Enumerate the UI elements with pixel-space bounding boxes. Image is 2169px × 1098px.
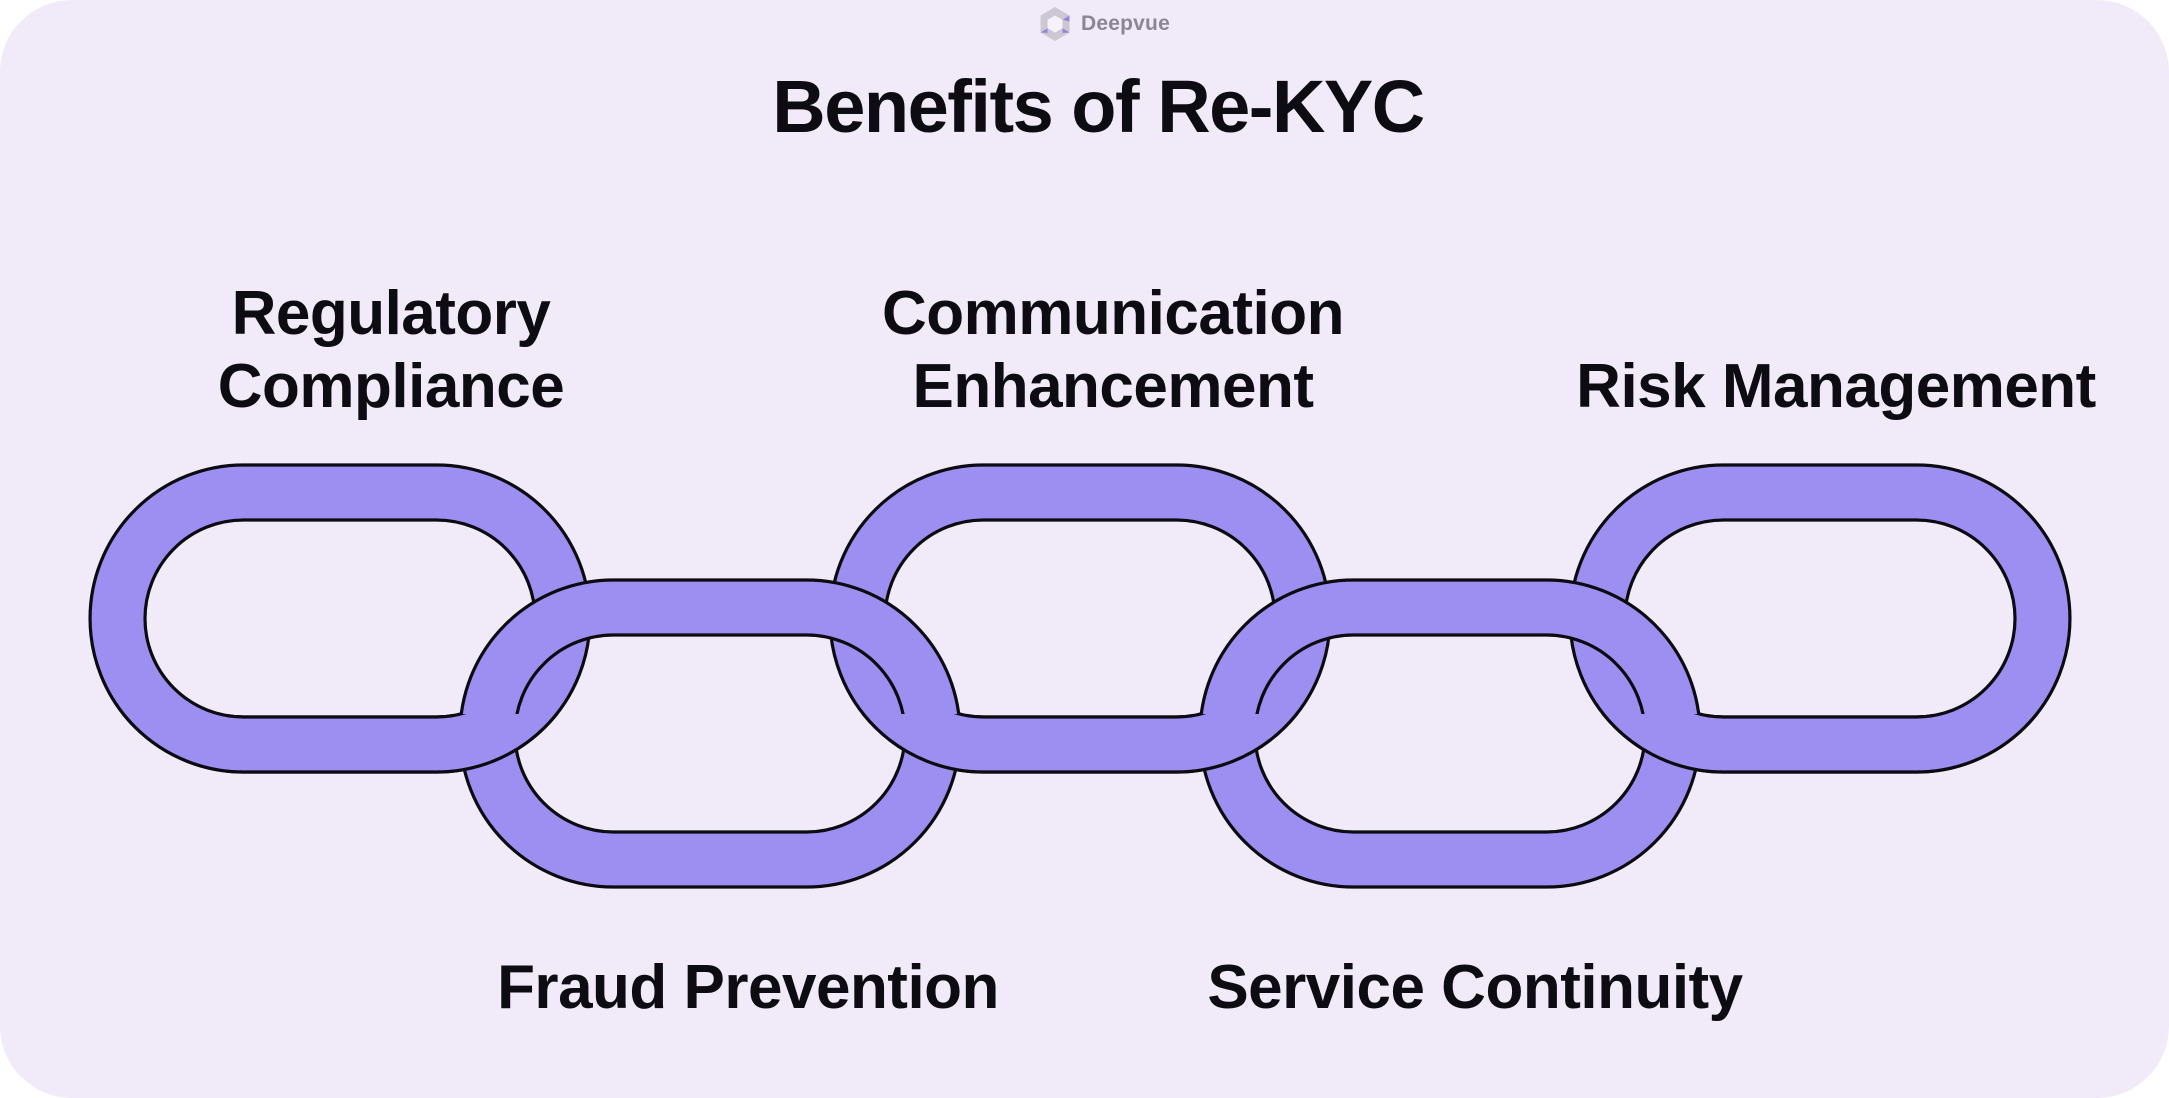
chain-links bbox=[88, 463, 2072, 889]
deepvue-logo: Deepvue bbox=[1038, 5, 1170, 43]
benefit-label-risk-management: Risk Management bbox=[1576, 352, 2096, 421]
benefit-label-regulatory-compliance: Regulatory Compliance bbox=[217, 279, 565, 421]
benefit-label-fraud-prevention: Fraud Prevention bbox=[497, 953, 999, 1022]
logo-text: Deepvue bbox=[1081, 12, 1170, 35]
page-title: Benefits of Re-KYC bbox=[772, 65, 1425, 148]
benefit-label-service-continuity: Service Continuity bbox=[1207, 953, 1743, 1022]
deepvue-hexagon-cube-icon bbox=[1040, 7, 1070, 41]
benefit-label-communication-enhancement: Communication Enhancement bbox=[882, 279, 1344, 421]
